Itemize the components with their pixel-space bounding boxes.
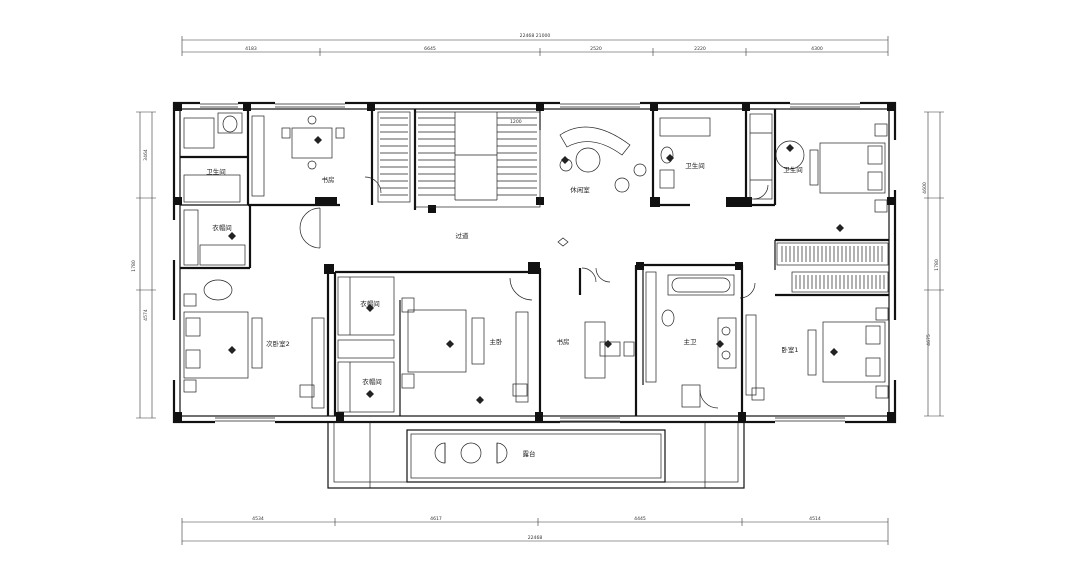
bottom-total-dimension: 22468: [528, 535, 543, 541]
right-dimension-2: 1780: [934, 259, 940, 271]
columns: [174, 103, 895, 422]
room-label-closet-mid-top: 衣帽间: [360, 299, 380, 308]
bath-top-fixtures: 卫生间: [659, 117, 711, 189]
top-total-dimension: 22468 21000: [520, 33, 551, 39]
room-label-balcony: 露台: [523, 449, 536, 458]
view-marker: [786, 144, 794, 152]
view-marker: [836, 224, 844, 232]
view-marker: [604, 340, 612, 348]
view-marker: [228, 346, 236, 354]
room-label-closet-left: 衣帽间: [212, 223, 232, 232]
top-dimension-chain: 22468 21000 4183 6645 2520 2220 4300: [181, 33, 889, 56]
right-dimension-chain: 4600 1780 4675: [922, 111, 944, 417]
top-dimension-4: 2220: [694, 46, 706, 52]
view-marker: [446, 340, 454, 348]
view-markers: [228, 136, 844, 404]
room-label-bedroom-right: 卧室1: [781, 345, 798, 354]
room-label-book-room: 书房: [557, 337, 570, 346]
view-marker: [366, 304, 374, 312]
view-marker: [366, 390, 374, 398]
book-room-furniture: 书房: [557, 321, 635, 379]
left-dimension-2: 1780: [131, 260, 137, 272]
bottom-dimension-3: 4445: [634, 516, 646, 522]
room-label-corridor: 过道: [456, 231, 470, 240]
bath-top-left-fixtures: 卫生间: [183, 112, 243, 203]
bedroom-top-right-furniture: [809, 123, 888, 213]
doors: [299, 176, 769, 409]
top-dimension-1: 4183: [245, 46, 257, 52]
room-label-bath-top-left: 卫生间: [206, 167, 226, 176]
bottom-dimension-4: 4514: [809, 516, 821, 522]
corridor: 过道: [456, 231, 889, 293]
bottom-dimension-2: 4617: [430, 516, 442, 522]
room-label-bath-right: 卫生间: [783, 165, 803, 174]
master-closets: 衣帽间 衣帽间: [337, 276, 395, 413]
room-label-main-bath: 主卫: [684, 337, 698, 346]
room-label-master-bed: 主卧: [490, 337, 504, 346]
master-bath-fixtures: 主卫: [645, 271, 737, 408]
room-label-closet-mid-bottom: 衣帽间: [362, 377, 382, 386]
top-dimension-2: 6645: [424, 46, 436, 52]
bottom-dimension-chain: 4534 4617 4445 4514 22468: [181, 516, 889, 545]
bath-right-fixtures: 卫生间: [749, 113, 805, 200]
top-dimension-5: 4300: [811, 46, 823, 52]
view-marker: [314, 136, 322, 144]
master-bedroom-furniture: 主卧: [401, 297, 529, 403]
view-marker: [666, 154, 674, 162]
balcony: 露台: [327, 421, 745, 489]
room-label-bath-top: 卫生间: [685, 161, 705, 170]
room-label-study: 书房: [322, 175, 335, 184]
left-dimension-chain: 3464 1780 4574: [131, 111, 156, 419]
guest-room-furniture: 衣帽间 次卧室2: [183, 209, 325, 409]
view-marker: [830, 348, 838, 356]
room-label-guest-room: 次卧室2: [266, 339, 290, 348]
top-dimension-3: 2520: [590, 46, 602, 52]
bottom-dimension-1: 4534: [252, 516, 264, 522]
staircase: 1200: [377, 111, 541, 208]
leisure-furniture: 休闲室: [559, 126, 647, 194]
left-dimension-3: 4574: [143, 309, 149, 321]
study-furniture: 书房: [251, 115, 345, 197]
stair-dimension: 1200: [510, 119, 522, 125]
view-marker: [716, 340, 724, 348]
view-marker: [476, 396, 484, 404]
bedroom-right-furniture: 卧室1: [745, 307, 889, 401]
view-marker: [561, 156, 569, 164]
view-marker: [228, 232, 236, 240]
right-dimension-1: 4600: [922, 182, 928, 194]
right-dimension-3: 4675: [926, 334, 932, 346]
left-dimension-1: 3464: [143, 149, 149, 161]
room-label-leisure: 休闲室: [570, 185, 590, 194]
